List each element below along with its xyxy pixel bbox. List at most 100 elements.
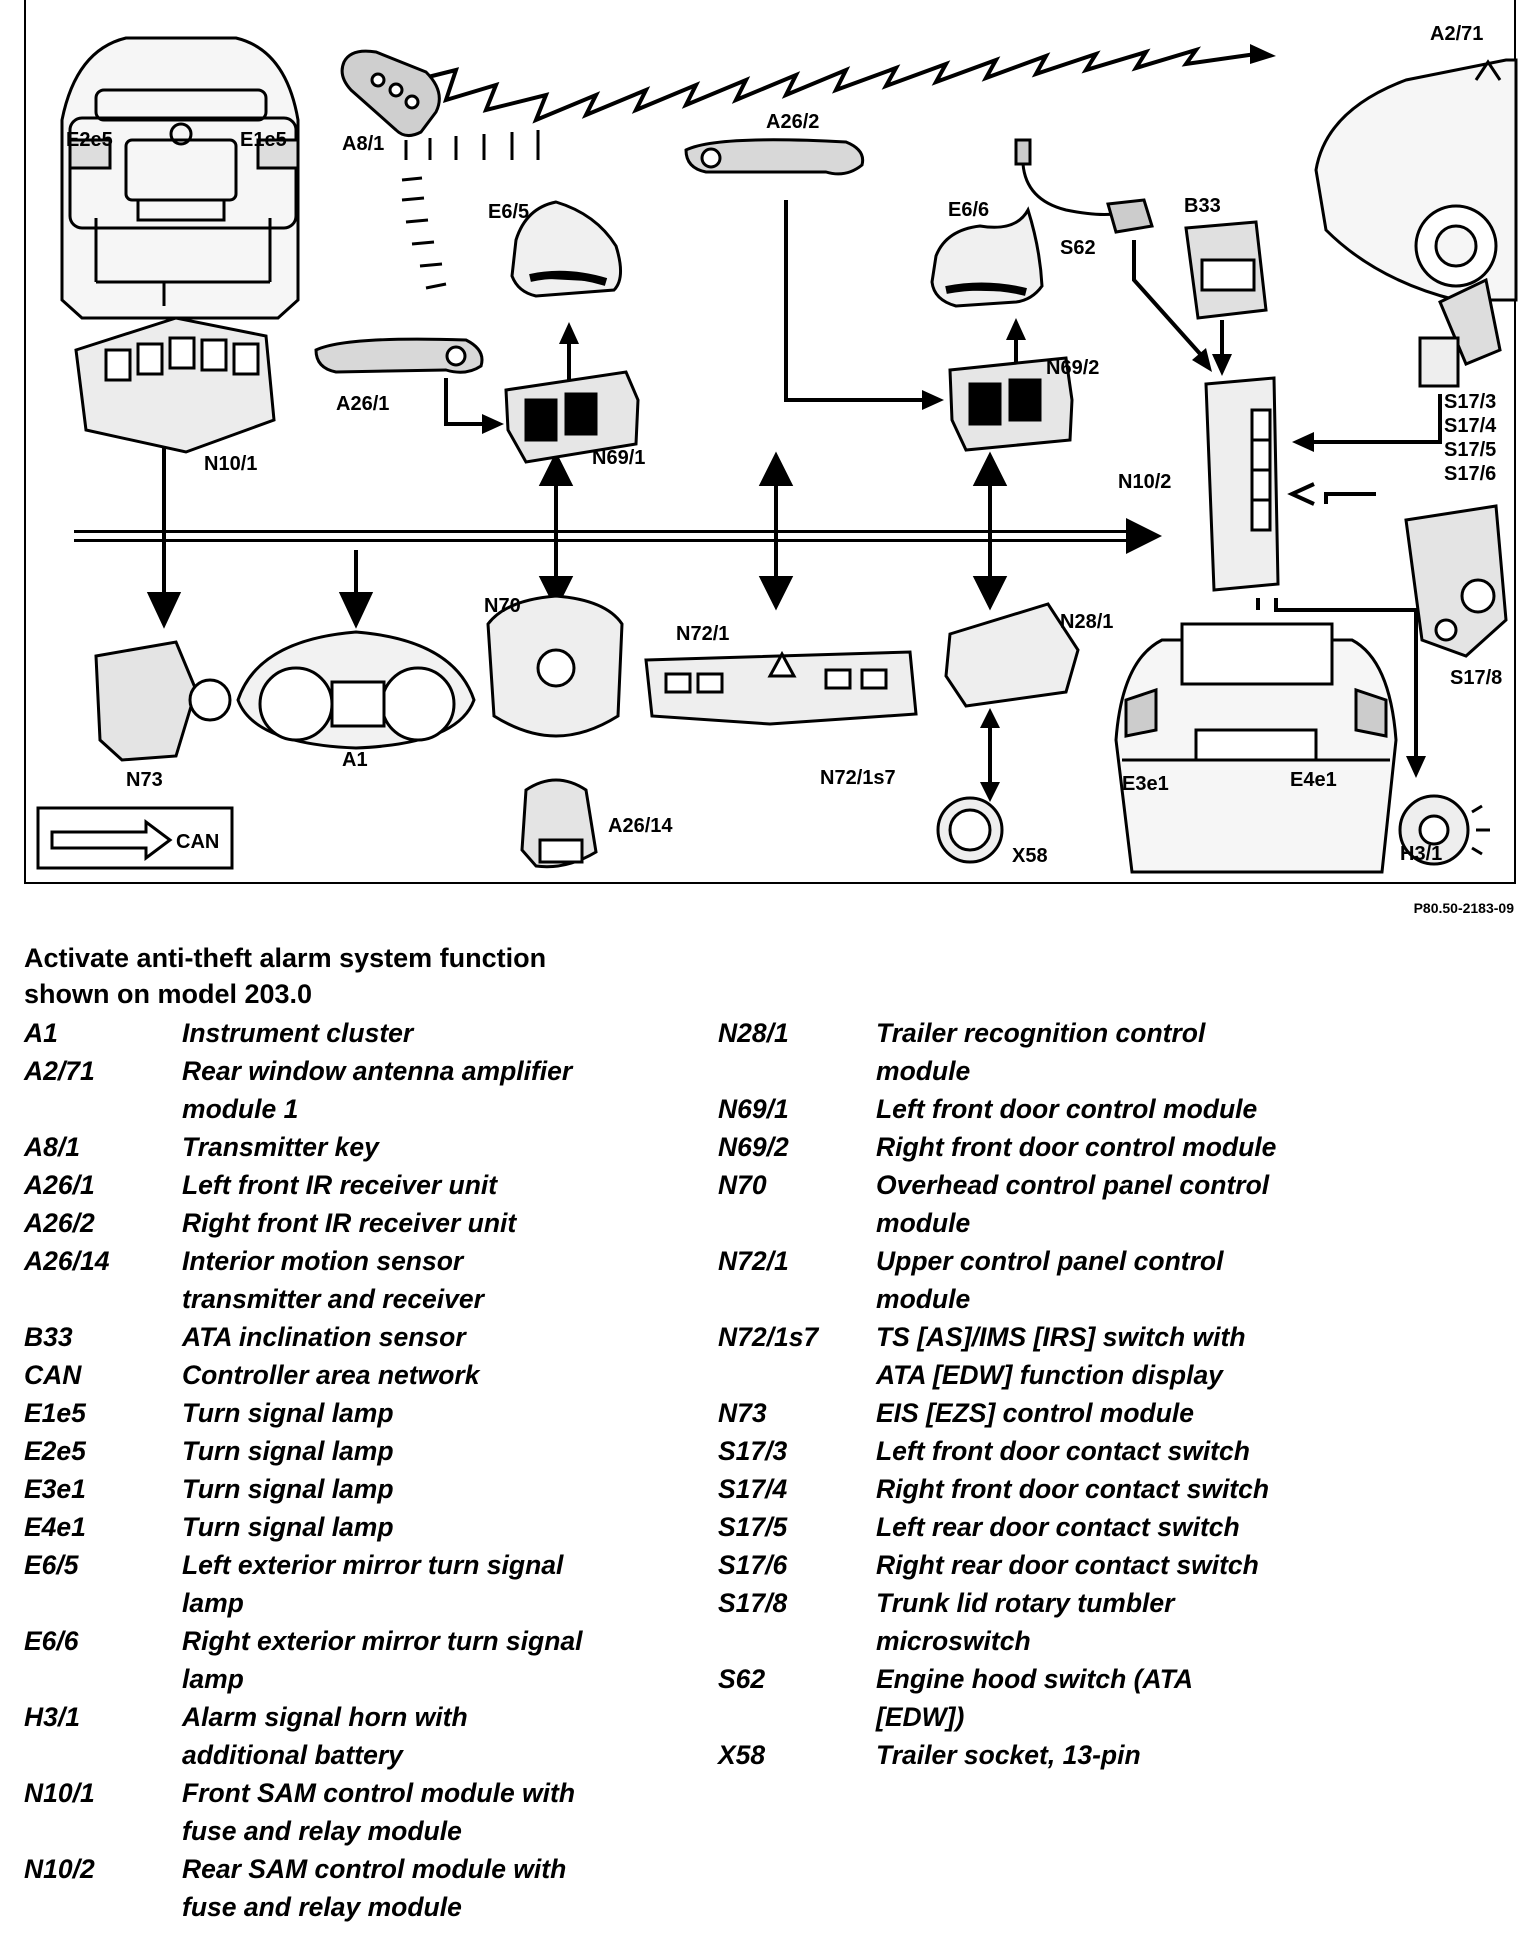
label-A8-1: A8/1 xyxy=(342,133,384,155)
label-H3-1: H3/1 xyxy=(1400,843,1442,865)
front-sam-illustration xyxy=(74,316,276,454)
legend-description: Left front IR receiver unit xyxy=(182,1170,498,1200)
trunk-tumbler-illustration xyxy=(1404,504,1508,658)
ir-dash-lines xyxy=(401,130,540,290)
legend-row: lamp xyxy=(24,1660,684,1698)
diagram-svg: A2/71 A8/1 A26/2 E6/5 E6/6 S62 B33 E2e5 … xyxy=(36,23,1518,874)
legend-code: E1e5 xyxy=(24,1398,86,1428)
legend-description: Trailer socket, 13-pin xyxy=(876,1740,1141,1770)
legend-code: N72/1 xyxy=(718,1246,789,1276)
legend-code-spacer xyxy=(24,1584,182,1622)
legend-code: A1 xyxy=(24,1018,58,1048)
legend-code: N73 xyxy=(718,1398,767,1428)
legend-code-spacer xyxy=(24,1280,182,1318)
label-S17-4: S17/4 xyxy=(1444,415,1497,437)
label-S17-6: S17/6 xyxy=(1444,463,1496,485)
legend-description: Instrument cluster xyxy=(182,1018,414,1048)
legend-description: lamp xyxy=(182,1664,244,1694)
legend-code: B33 xyxy=(24,1322,73,1352)
legend-description: Turn signal lamp xyxy=(182,1474,394,1504)
rear-car-illustration-top xyxy=(1314,58,1518,302)
legend-row: CAN Controller area network xyxy=(24,1356,684,1394)
legend-description: Rear window antenna amplifier xyxy=(182,1056,573,1086)
legend-row: lamp xyxy=(24,1584,684,1622)
caption-line-2: shown on model 203.0 xyxy=(24,979,313,1009)
trailer-module-illustration xyxy=(944,602,1080,708)
label-N72-1: N72/1 xyxy=(676,623,729,645)
legend-code: H3/1 xyxy=(24,1702,80,1732)
legend-code-spacer xyxy=(24,1812,182,1850)
legend-description: Right front door contact switch xyxy=(876,1474,1270,1504)
label-E3e1: E3e1 xyxy=(1122,773,1169,795)
legend-code: S17/6 xyxy=(718,1550,788,1580)
label-N73: N73 xyxy=(126,769,163,791)
label-A26-2: A26/2 xyxy=(766,111,819,133)
legend-code: N10/2 xyxy=(24,1854,95,1884)
wiring-diagram: A2/71 A8/1 A26/2 E6/5 E6/6 S62 B33 E2e5 … xyxy=(24,0,1518,884)
legend-description: Upper control panel control xyxy=(876,1246,1224,1276)
legend-description: lamp xyxy=(182,1588,244,1618)
legend-description: Controller area network xyxy=(182,1360,480,1390)
legend-row: [EDW]) xyxy=(718,1698,1518,1736)
legend-code: S17/4 xyxy=(718,1474,788,1504)
legend-code: CAN xyxy=(24,1360,82,1390)
legend-code: N72/1s7 xyxy=(718,1322,819,1352)
left-door-module-illustration xyxy=(504,370,640,464)
can-bus xyxy=(74,518,1162,554)
legend-code: N69/2 xyxy=(718,1132,789,1162)
legend-description: module xyxy=(876,1056,971,1086)
legend-description: Left rear door contact switch xyxy=(876,1512,1240,1542)
legend-row: N72/1 Upper control panel control xyxy=(718,1242,1518,1280)
can-bus-arrowhead xyxy=(1126,518,1162,554)
figure-caption: Activate anti-theft alarm system functio… xyxy=(24,940,724,1012)
label-B33: B33 xyxy=(1184,195,1221,217)
legend-code-spacer xyxy=(718,1204,876,1242)
legend-row: X58 Trailer socket, 13-pin xyxy=(718,1736,1518,1774)
legend-row: A26/1 Left front IR receiver unit xyxy=(24,1166,684,1204)
legend-row: fuse and relay module xyxy=(24,1888,684,1926)
overhead-panel-illustration xyxy=(486,594,624,738)
legend-description: Trunk lid rotary tumbler xyxy=(876,1588,1175,1618)
legend-row: fuse and relay module xyxy=(24,1812,684,1850)
legend-row: transmitter and receiver xyxy=(24,1280,684,1318)
rear-car-illustration-bottom xyxy=(1114,622,1398,874)
legend-description: module xyxy=(876,1284,971,1314)
legend-description: module 1 xyxy=(182,1094,299,1124)
legend-description: Trailer recognition control xyxy=(876,1018,1206,1048)
legend-code: A8/1 xyxy=(24,1132,80,1162)
label-N10-2: N10/2 xyxy=(1118,471,1171,493)
legend-code: X58 xyxy=(718,1740,766,1770)
right-door-handle-illustration xyxy=(684,138,865,176)
legend-code: A2/71 xyxy=(24,1056,95,1086)
legend-code-spacer xyxy=(24,1888,182,1926)
transmitter-key-illustration xyxy=(340,49,441,137)
label-N70: N70 xyxy=(484,595,521,617)
label-N10-1: N10/1 xyxy=(204,453,257,475)
legend-description: transmitter and receiver xyxy=(182,1284,484,1314)
label-N69-1: N69/1 xyxy=(592,447,645,469)
front-car-illustration xyxy=(60,36,300,320)
upper-control-panel-illustration xyxy=(644,650,918,726)
legend-row: A1 Instrument cluster xyxy=(24,1014,684,1052)
legend-code: A26/14 xyxy=(24,1246,110,1276)
legend-code: A26/1 xyxy=(24,1170,95,1200)
legend-code-spacer xyxy=(24,1660,182,1698)
legend-code-spacer xyxy=(718,1356,876,1394)
legend-row: S17/4 Right front door contact switch xyxy=(718,1470,1518,1508)
legend-code: E4e1 xyxy=(24,1512,86,1542)
rear-sam-illustration xyxy=(1204,376,1280,592)
legend-code: E6/6 xyxy=(24,1626,79,1656)
figure-reference: P80.50-2183-09 xyxy=(1413,900,1514,916)
